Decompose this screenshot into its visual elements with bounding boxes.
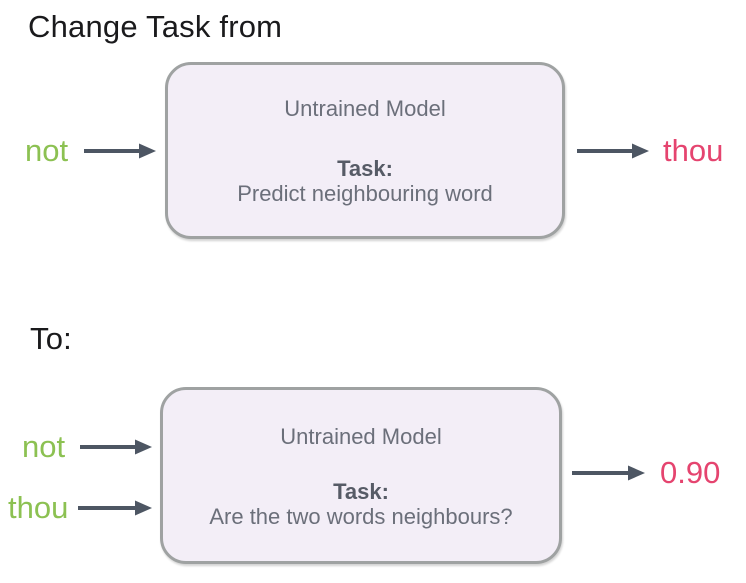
bottom-input-word-1: not xyxy=(22,429,66,464)
top-input-word: not xyxy=(25,133,69,168)
bottom-output-value: 0.90 xyxy=(660,455,721,490)
top-model-title: Untrained Model xyxy=(284,96,446,121)
bottom-input-arrow-1-icon xyxy=(80,439,152,455)
bottom-output-arrow-icon xyxy=(572,465,645,481)
top-output-arrow-icon xyxy=(577,143,649,159)
top-model-box: Untrained Model Task: Predict neighbouri… xyxy=(165,62,565,239)
bottom-input-word-2: thou xyxy=(8,490,69,525)
bottom-task-label: Task: xyxy=(333,479,389,504)
bottom-heading: To: xyxy=(30,321,72,356)
top-heading: Change Task from xyxy=(28,9,283,44)
bottom-input-arrow-2-icon xyxy=(78,500,152,516)
bottom-model-title: Untrained Model xyxy=(280,424,442,449)
bottom-task-description: Are the two words neighbours? xyxy=(209,504,513,529)
top-task-description: Predict neighbouring word xyxy=(237,181,493,206)
bottom-model-box: Untrained Model Task: Are the two words … xyxy=(160,387,562,564)
top-task-label: Task: xyxy=(337,156,393,181)
top-input-arrow-icon xyxy=(84,143,156,159)
top-output-word: thou xyxy=(663,133,724,168)
